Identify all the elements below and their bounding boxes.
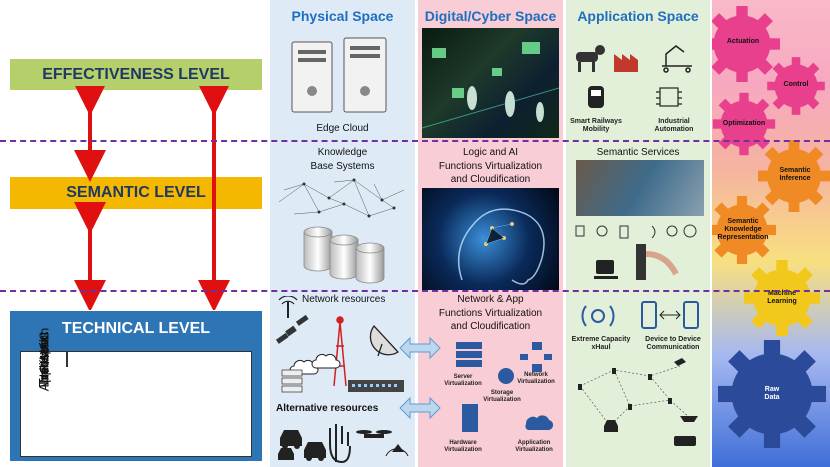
semantic-level-label: SEMANTIC LEVEL xyxy=(66,184,206,201)
knowledge-base-label: Knowledge Base Systems xyxy=(310,147,375,172)
technical-level-label: TECHNICAL LEVEL xyxy=(61,320,211,337)
ai-brain-image xyxy=(422,188,559,290)
coffee-cup-icon xyxy=(594,260,618,279)
drone-icon xyxy=(356,430,409,457)
smart-railways-label: Smart Railways Mobility xyxy=(570,118,622,134)
database-icon xyxy=(303,226,385,284)
alternative-resources-icons xyxy=(278,424,409,464)
train-icon xyxy=(588,86,604,108)
cyber-scene-image xyxy=(422,28,559,138)
dish-antenna-icon xyxy=(369,324,400,357)
satellite-icon xyxy=(275,314,309,344)
semantic-services-photo xyxy=(576,160,704,216)
application-virtualization-label: Application Virtualization xyxy=(515,440,553,454)
knowledge-graph-icon xyxy=(278,178,405,218)
digital-space-title: Digital/Cyber Space xyxy=(424,8,557,24)
server-virtualization-label: Server Virtualization xyxy=(444,374,482,388)
car-icon xyxy=(278,430,326,461)
application-virtualization-icon xyxy=(525,415,554,431)
physical-space-title: Physical Space xyxy=(291,8,394,24)
layer-network: Network xyxy=(21,336,67,383)
d2d-label: Device to Device Communication xyxy=(645,336,701,352)
device-to-device-icon xyxy=(641,301,699,329)
layer-phy: PHY xyxy=(36,346,52,373)
server-virtualization-icon xyxy=(456,342,482,367)
bus-icon xyxy=(674,436,696,446)
physical-space-column: Physical Space Edge Cloud Knowledge Base… xyxy=(270,0,415,467)
cell-tower-icon xyxy=(333,316,347,387)
network-virtualization-icon xyxy=(520,342,552,372)
gear-control-label: Control xyxy=(783,81,809,88)
storage-virtualization-icon xyxy=(498,368,514,384)
xhaul-label: Extreme Capacity xHaul xyxy=(571,336,631,352)
edge-cloud-label: Edge Cloud xyxy=(316,123,369,134)
conveyor-icon xyxy=(662,45,692,73)
semantic-services-label: Semantic Services xyxy=(596,147,680,158)
car-small-icon xyxy=(604,420,618,432)
gear-machine-learning-label: Machine Learning xyxy=(767,290,797,306)
network-app-label: Network & App Functions Virtualization a… xyxy=(438,294,543,332)
wifi-antenna-icon xyxy=(278,296,298,318)
chip-icon xyxy=(656,87,682,107)
robot-dog-icon xyxy=(576,45,605,72)
storage-virtualization-label: Storage Virtualization xyxy=(483,390,521,404)
network-resources-label: Network resources xyxy=(302,294,386,305)
network-resources-icons xyxy=(275,296,404,393)
edge-server-icon xyxy=(291,37,387,113)
server-rack-icon xyxy=(281,369,303,393)
application-space-column: Application Space Smart Railways Mobilit… xyxy=(566,0,710,467)
physical-digital-arrows xyxy=(399,336,441,420)
connectivity-diagram xyxy=(578,358,698,446)
tablet-hand-icon xyxy=(636,244,679,280)
gear-optimization-label: Optimization xyxy=(722,120,766,127)
protocol-stack: Application Transport Network Link/MAC P… xyxy=(20,328,252,457)
logic-ai-label: Logic and AI Functions Virtualization an… xyxy=(438,147,543,185)
layer-link-mac: Link/MAC xyxy=(21,331,68,388)
gear-semantic-inference-label: Semantic Inference xyxy=(779,167,811,183)
application-icons xyxy=(576,45,692,108)
virtualization-icons xyxy=(456,342,554,432)
factory-icon xyxy=(614,54,638,72)
industrial-automation-label: Industrial Automation xyxy=(654,118,694,134)
gears-column: Actuation Control Optimization Semantic … xyxy=(712,0,830,467)
ship-icon xyxy=(680,416,698,422)
technical-level-box: TECHNICAL LEVEL Application Transport Ne… xyxy=(10,311,262,461)
switch-icon xyxy=(348,380,404,392)
gear-raw-data-label: Raw Data xyxy=(764,386,780,402)
separator-semantic-technical xyxy=(0,290,830,292)
xhaul-icon xyxy=(581,305,615,327)
sensor-icons xyxy=(575,224,697,280)
satellite-small-icon xyxy=(674,358,686,366)
alternative-resources-label: Alternative resources xyxy=(276,403,379,414)
hand-sensor-icon xyxy=(329,424,351,464)
gear-actuation-label: Actuation xyxy=(726,38,760,45)
network-virtualization-label: Network Virtualization xyxy=(517,372,555,386)
digital-space-column: Digital/Cyber Space Logic and AI Functio… xyxy=(418,0,563,467)
level-arrows xyxy=(74,86,230,310)
application-space-title: Application Space xyxy=(577,8,699,24)
hardware-virtualization-icon xyxy=(462,404,478,432)
effectiveness-level-label: EFFECTIVENESS LEVEL xyxy=(42,65,230,83)
separator-effectiveness-semantic xyxy=(0,140,830,142)
gear-semantic-knowledge-label: Semantic Knowledge Representation xyxy=(717,218,769,242)
effectiveness-level-box: EFFECTIVENESS LEVEL xyxy=(10,59,262,90)
hardware-virtualization-label: Hardware Virtualization xyxy=(444,440,482,454)
